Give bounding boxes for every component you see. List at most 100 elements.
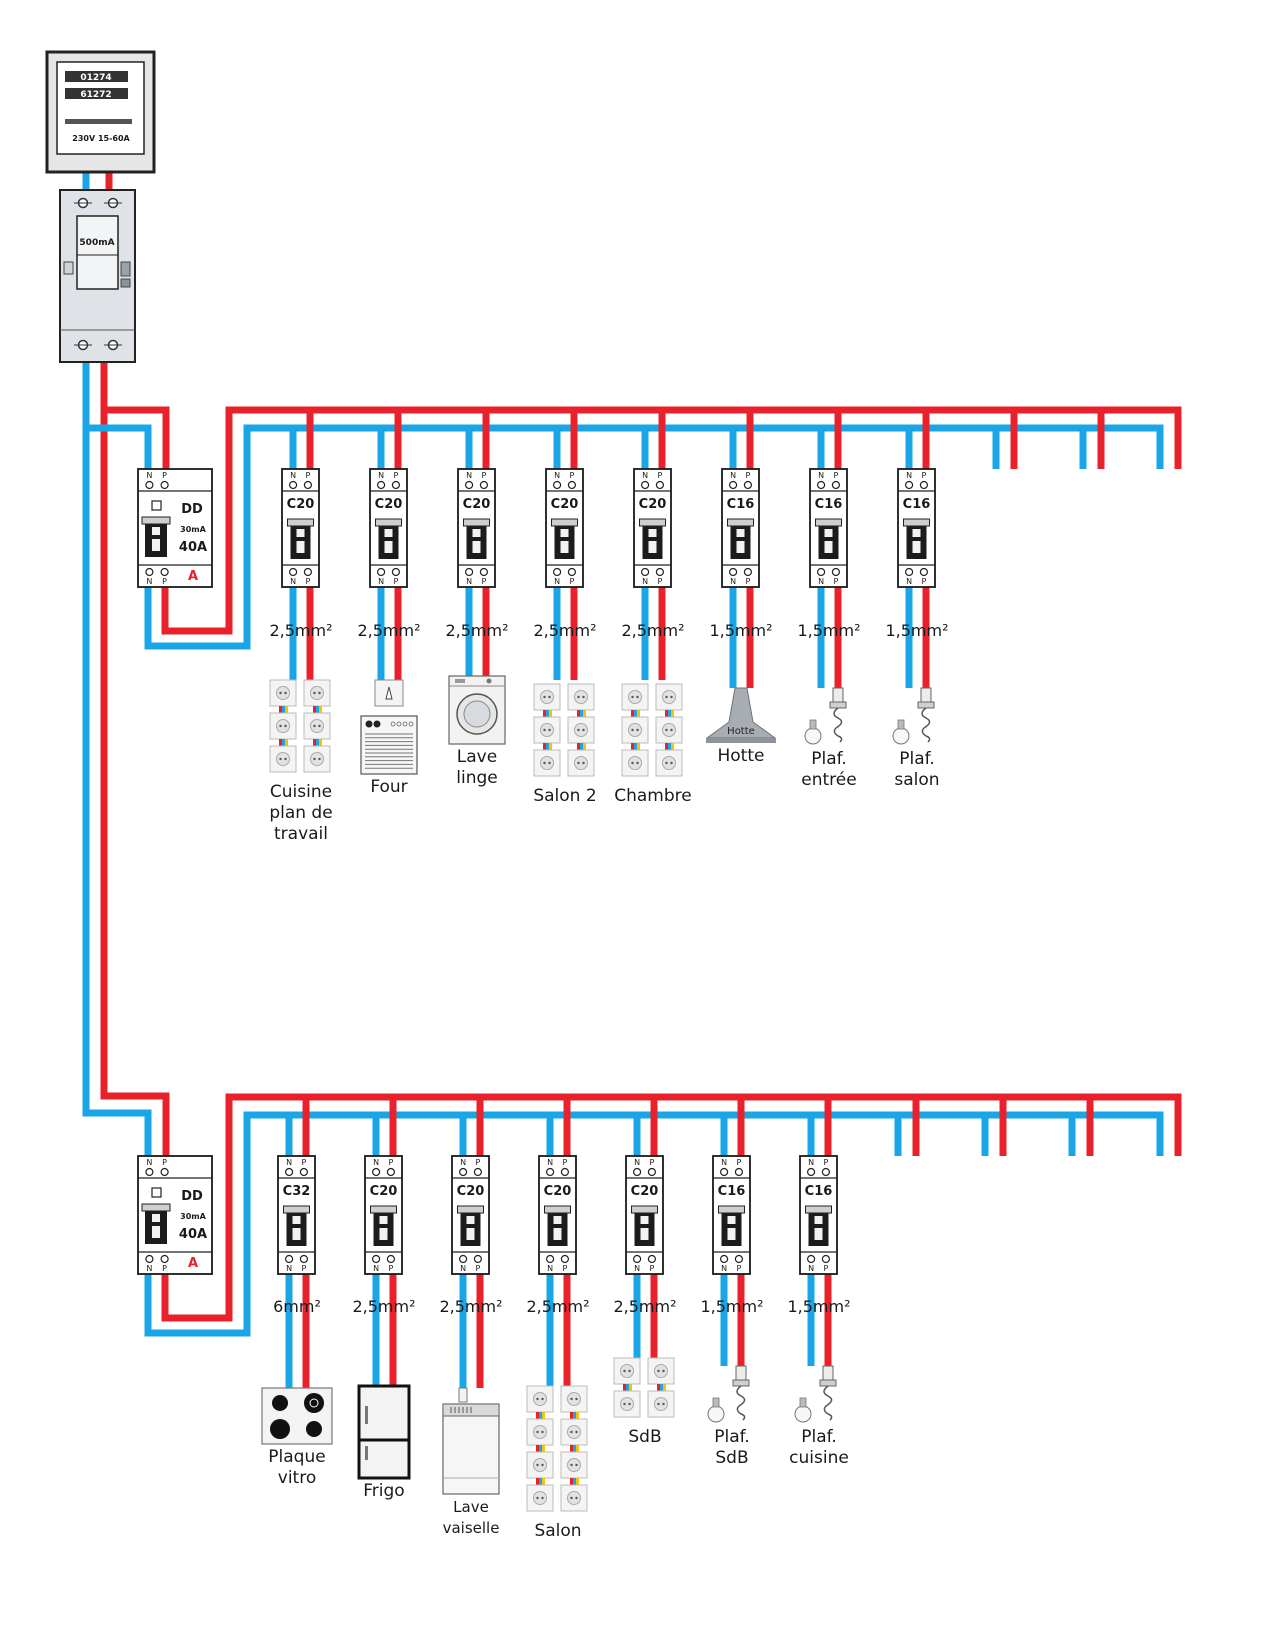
toggle-cap xyxy=(141,1203,171,1212)
outlet-hole xyxy=(582,761,585,765)
terminal-n xyxy=(289,480,298,490)
wire-phase xyxy=(570,1445,573,1452)
lamp-bulb-base xyxy=(809,719,817,730)
wire-phase xyxy=(577,743,580,750)
wire-phase xyxy=(313,706,316,713)
terminal-p xyxy=(303,567,312,577)
toggle-cap xyxy=(283,1205,310,1214)
terminal-n-label: N xyxy=(378,577,384,586)
outlet-socket xyxy=(533,1458,547,1472)
outlet-hole xyxy=(582,695,585,699)
wire-neutral xyxy=(282,739,285,746)
terminal-p xyxy=(391,480,400,490)
terminal-n-label: N xyxy=(373,1158,379,1167)
outlet-hole xyxy=(665,728,668,732)
terminal-p-label: P xyxy=(657,577,662,586)
wire-neutral xyxy=(573,1412,576,1419)
wire-earth xyxy=(319,739,322,746)
wire-neutral xyxy=(539,1478,542,1485)
breaker-rating: C20 xyxy=(631,1184,659,1199)
toggle-cap xyxy=(457,1205,484,1214)
test-button xyxy=(63,261,74,275)
terminal-p-label: P xyxy=(649,1264,654,1273)
breaker-rating: C16 xyxy=(805,1184,833,1199)
outlet-hole xyxy=(318,757,321,761)
breaker-rating: C20 xyxy=(544,1184,572,1199)
circuit-label: Salon xyxy=(534,1521,581,1541)
device-washer xyxy=(448,675,506,745)
terminal-n-label: N xyxy=(554,577,560,586)
terminal-n-label: N xyxy=(547,1158,553,1167)
outlet-socket xyxy=(654,1397,668,1411)
outlet-hole xyxy=(548,695,551,699)
terminal-n xyxy=(719,1254,729,1264)
cable-section: 1,5mm² xyxy=(700,1297,763,1316)
outlet-hole xyxy=(318,724,321,728)
main-breaker-window xyxy=(76,215,119,290)
outlet-hole xyxy=(575,1496,578,1500)
terminal-n xyxy=(145,480,154,490)
meter-rating: 230V 15-60A xyxy=(72,134,130,143)
oven-switch-knob xyxy=(385,686,393,700)
terminal-n xyxy=(145,1167,154,1177)
wire-neutral xyxy=(539,1412,542,1419)
toggle-bar xyxy=(382,537,395,541)
washer-drawer xyxy=(455,679,465,683)
terminal-n-label: N xyxy=(634,1264,640,1273)
wire-phase xyxy=(665,743,668,750)
toggle-cap xyxy=(903,518,930,527)
terminal-p xyxy=(299,1254,308,1264)
fridge-handle xyxy=(365,1406,368,1424)
wire-neutral xyxy=(316,706,319,713)
breaker-rating: C20 xyxy=(287,497,315,512)
device-outlets xyxy=(621,683,683,777)
device-outlets xyxy=(613,1357,675,1418)
circuit-label-line: vitro xyxy=(278,1468,316,1488)
lever-base xyxy=(120,278,131,288)
outlet-socket xyxy=(533,1425,547,1439)
outlet-socket xyxy=(540,723,554,737)
cable-section-label: 2,5mm² xyxy=(621,621,684,640)
device-lamp xyxy=(707,1365,750,1423)
outlet-hole xyxy=(284,757,287,761)
hob-zone xyxy=(270,1419,290,1439)
circuit-label: Hotte xyxy=(718,746,765,766)
wire-neutral xyxy=(634,743,637,750)
terminal-p xyxy=(734,1167,744,1177)
terminal-n-label: N xyxy=(634,1158,640,1167)
outlet-hole xyxy=(541,1496,544,1500)
outlet-hole xyxy=(541,1430,544,1434)
circuit-label-line: Plaf. xyxy=(899,749,935,769)
dishwasher-plug xyxy=(458,1387,468,1403)
wire-phase xyxy=(543,710,546,717)
cable-section-label: 2,5mm² xyxy=(445,621,508,640)
toggle-bar xyxy=(150,535,162,539)
outlet-hole xyxy=(575,1397,578,1401)
terminal-n xyxy=(459,1167,468,1177)
terminal-p-label: P xyxy=(736,1264,741,1273)
outlet-hole xyxy=(670,761,673,765)
wire-phase xyxy=(570,1412,573,1419)
circuit-label-line: Plaf. xyxy=(714,1427,750,1447)
device-lamp xyxy=(892,687,935,745)
outlet-hole xyxy=(543,761,546,765)
device-outlets xyxy=(533,683,595,777)
outlet-socket xyxy=(662,690,676,704)
outlet-hole xyxy=(577,728,580,732)
terminal-n-label: N xyxy=(460,1264,466,1273)
oven-dial xyxy=(408,721,414,727)
terminal-n xyxy=(372,1167,381,1177)
outlet-hole xyxy=(313,691,316,695)
wire-neutral xyxy=(282,706,285,713)
terminal-p-label: P xyxy=(745,471,750,480)
wire-phase xyxy=(570,1478,573,1485)
outlet-socket xyxy=(654,1364,668,1378)
circuit-label-line: salon xyxy=(894,770,939,790)
device-fridge xyxy=(357,1384,411,1480)
device-lamp xyxy=(804,687,847,745)
lamp-bulb-base xyxy=(712,1397,720,1408)
terminal-n-label: N xyxy=(378,471,384,480)
terminal-n-label: N xyxy=(286,1158,292,1167)
terminal-p xyxy=(743,480,753,490)
